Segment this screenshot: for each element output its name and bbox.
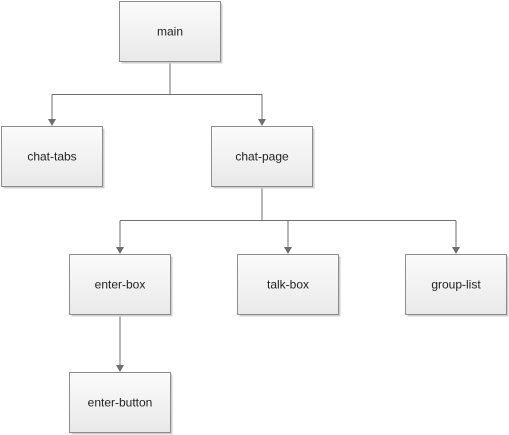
arrowhead-chat-page — [258, 119, 266, 126]
node-label: chat-tabs — [27, 150, 76, 164]
node-talk-box: talk-box — [237, 254, 341, 317]
node-enter-button: enter-button — [69, 372, 173, 435]
node-box — [69, 372, 171, 433]
node-chat-tabs: chat-tabs — [1, 126, 105, 189]
node-box — [211, 126, 313, 187]
node-enter-box: enter-box — [69, 254, 173, 317]
node-label: enter-button — [88, 396, 153, 410]
connector-main — [48, 61, 266, 126]
connector-chat-page — [116, 186, 460, 254]
arrowhead-talk-box — [284, 247, 292, 254]
edges-layer — [48, 61, 460, 372]
node-box — [1, 126, 103, 187]
node-box — [119, 1, 221, 62]
arrowhead-group-list — [452, 247, 460, 254]
arrowhead-enter-box — [116, 247, 124, 254]
node-label: enter-box — [95, 278, 146, 292]
arrowhead-enter-button — [116, 365, 124, 372]
node-label: chat-page — [235, 150, 289, 164]
connector-enter-box — [116, 314, 124, 372]
node-label: talk-box — [267, 278, 309, 292]
node-box — [69, 254, 171, 315]
node-box — [237, 254, 339, 315]
node-main: main — [119, 1, 223, 64]
node-group-list: group-list — [405, 254, 509, 317]
node-chat-page: chat-page — [211, 126, 315, 189]
node-label: group-list — [431, 278, 481, 292]
arrowhead-chat-tabs — [48, 119, 56, 126]
node-label: main — [157, 25, 183, 39]
node-box — [405, 254, 507, 315]
